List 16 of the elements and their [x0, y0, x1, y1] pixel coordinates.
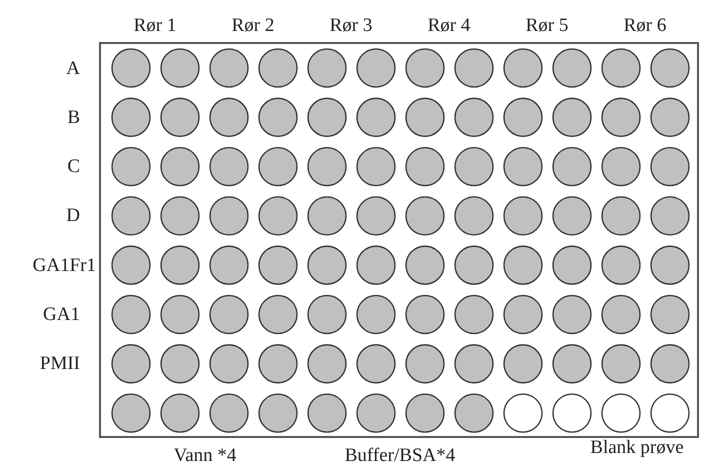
annotation-text: Buffer/BSA*4: [344, 446, 456, 464]
row-label: D: [66, 206, 80, 226]
column-label: Rør 3: [330, 16, 372, 34]
row-label: PMII: [40, 354, 80, 374]
row-label: A: [66, 58, 80, 78]
column-label: Rør 1: [134, 16, 176, 34]
column-label: Rør 5: [526, 16, 568, 34]
column-label: Rør 4: [428, 16, 470, 34]
row-label: C: [67, 157, 80, 176]
column-label: Rør 2: [232, 16, 274, 34]
row-label: B: [67, 108, 80, 127]
row-label: GA1Fr1: [32, 256, 96, 275]
annotation-text: Blank prøve: [590, 438, 684, 456]
column-label: Rør 6: [624, 16, 666, 34]
annotation-text: Vann *4: [174, 446, 236, 464]
row-label: GA1: [43, 305, 80, 324]
